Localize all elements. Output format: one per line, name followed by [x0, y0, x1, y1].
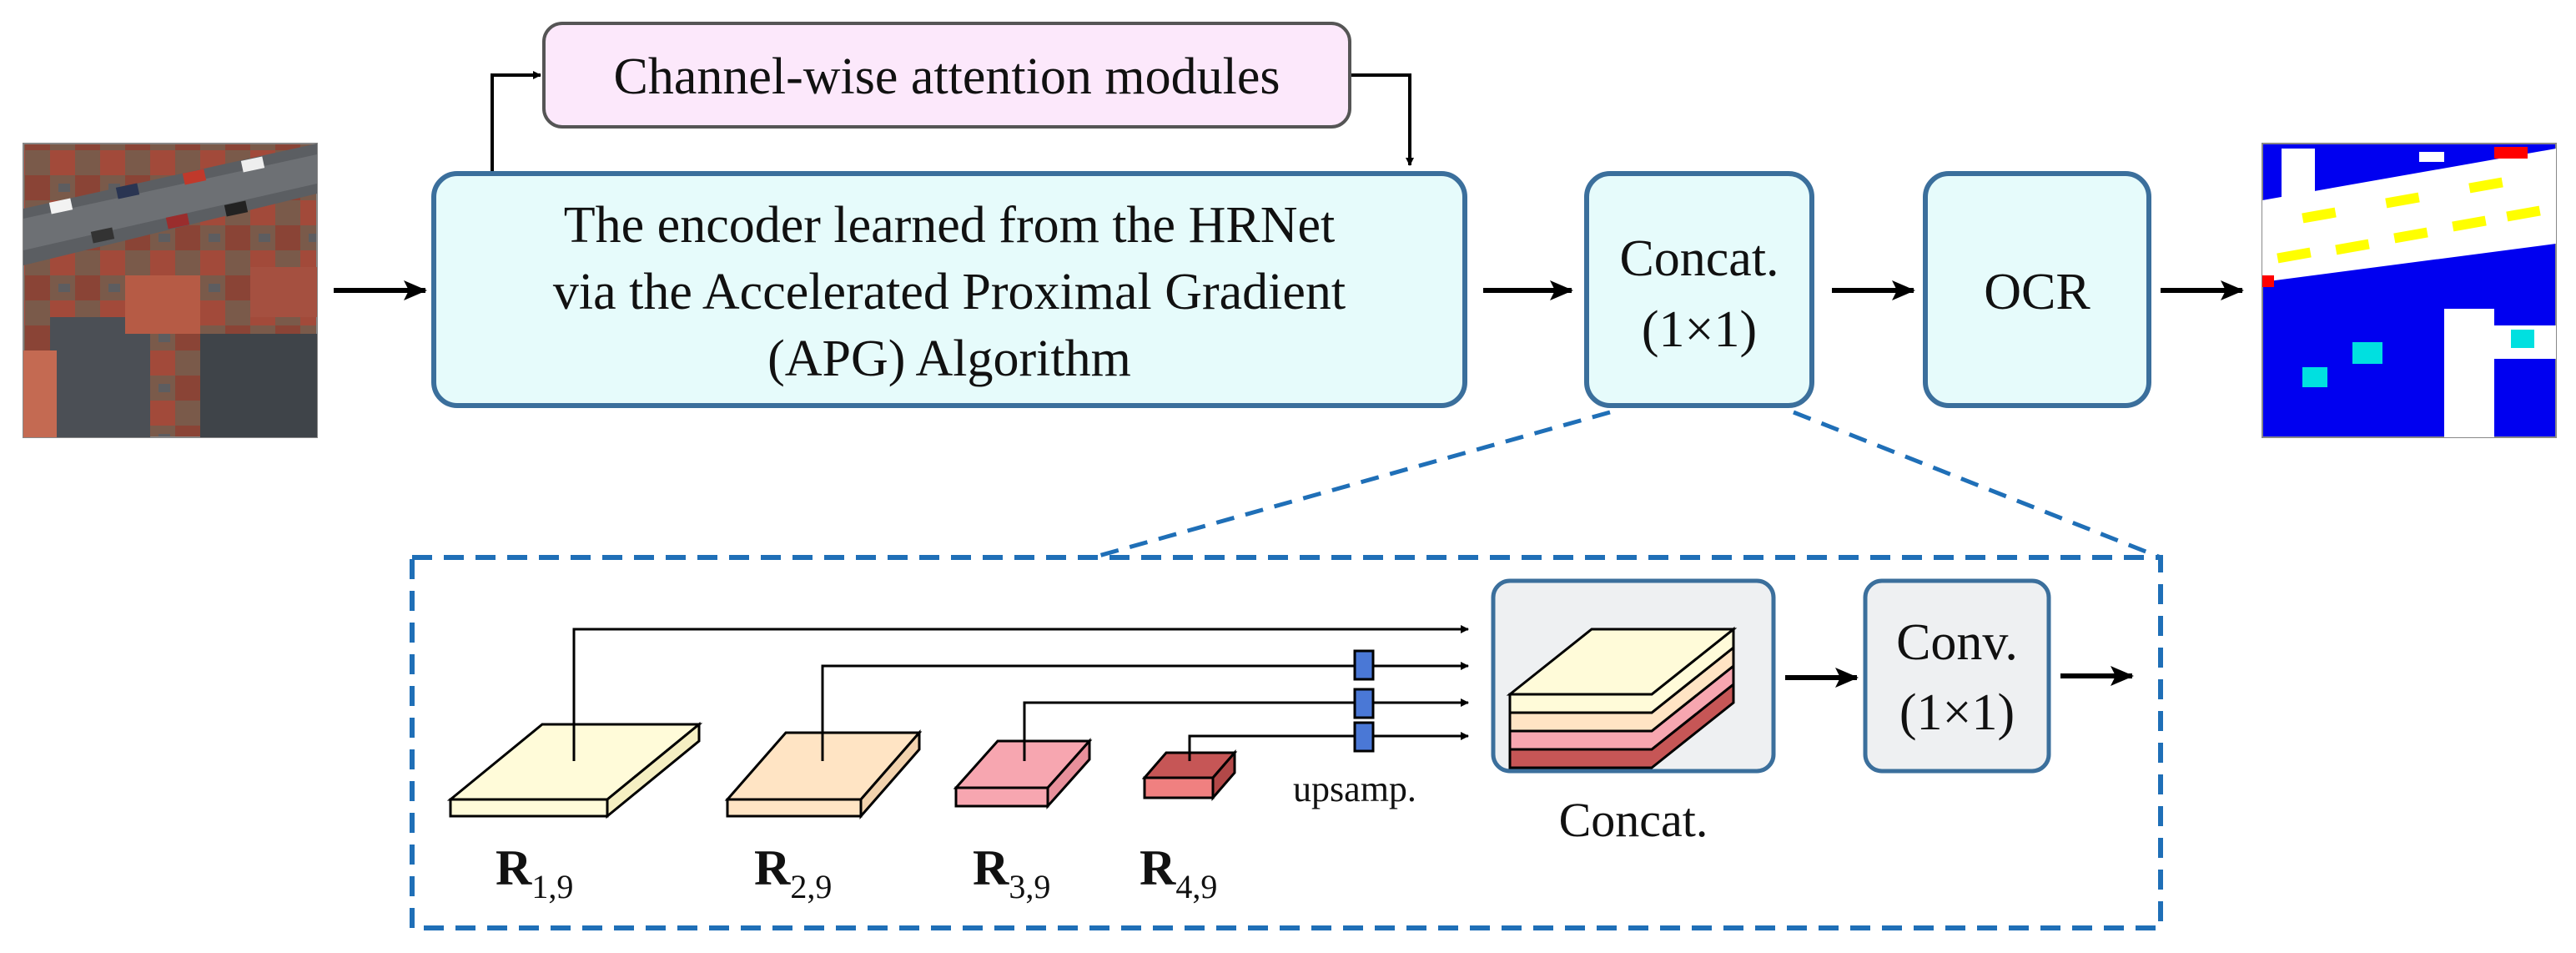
upsamp-label: upsamp. — [1293, 769, 1416, 809]
ocr-label: OCR — [1984, 264, 2090, 320]
feature-map-r2 — [724, 729, 923, 819]
input-aerial-image — [23, 143, 318, 438]
concat-line-1: Concat. — [1619, 230, 1779, 287]
path-r3-to-concat — [1023, 698, 1469, 761]
ocr-box — [1923, 171, 2151, 408]
inset-concat-label: Concat. — [1559, 793, 1708, 847]
attention-modules-box — [542, 22, 1351, 129]
zoom-line-right — [1793, 410, 2161, 560]
path-r4-to-concat — [1188, 732, 1469, 761]
feature-map-r3 — [953, 738, 1093, 809]
arrow-attention-to-encoder — [1351, 73, 1414, 166]
concat-box — [1584, 171, 1814, 408]
output-segmentation-map — [2262, 143, 2557, 438]
encoder-line-2: via the Accelerated Proximal Gradient — [553, 264, 1346, 320]
feature-label-r4: R4,9 — [1140, 840, 1217, 905]
encoder-line-3: (APG) Algorithm — [767, 330, 1131, 387]
feature-map-r4 — [1141, 749, 1238, 802]
inset-conv-box — [1863, 578, 2051, 774]
path-r1-to-concat — [572, 625, 1469, 761]
path-r2-to-concat — [821, 662, 1469, 761]
concat-line-2: (1×1) — [1642, 301, 1757, 358]
feature-label-r2: R2,9 — [754, 840, 832, 905]
feature-label-r1: R1,9 — [496, 840, 573, 905]
conv-line-2: (1×1) — [1899, 684, 2015, 741]
upsamp-block-r2 — [1353, 649, 1375, 681]
encoder-box — [431, 171, 1467, 408]
attention-modules-label: Channel-wise attention modules — [614, 48, 1280, 105]
conv-line-1: Conv. — [1896, 614, 2018, 671]
upsamp-block-r3 — [1353, 688, 1375, 719]
feature-map-r1 — [446, 721, 703, 819]
arrow-encoder-to-attention — [491, 71, 541, 171]
concat-stack-icon — [1506, 626, 1738, 769]
encoder-line-1: The encoder learned from the HRNet — [564, 197, 1335, 254]
feature-label-r3: R3,9 — [973, 840, 1050, 905]
inset-frame — [410, 555, 2163, 930]
upsamp-block-r4 — [1353, 721, 1375, 753]
zoom-line-left — [1092, 410, 1611, 560]
